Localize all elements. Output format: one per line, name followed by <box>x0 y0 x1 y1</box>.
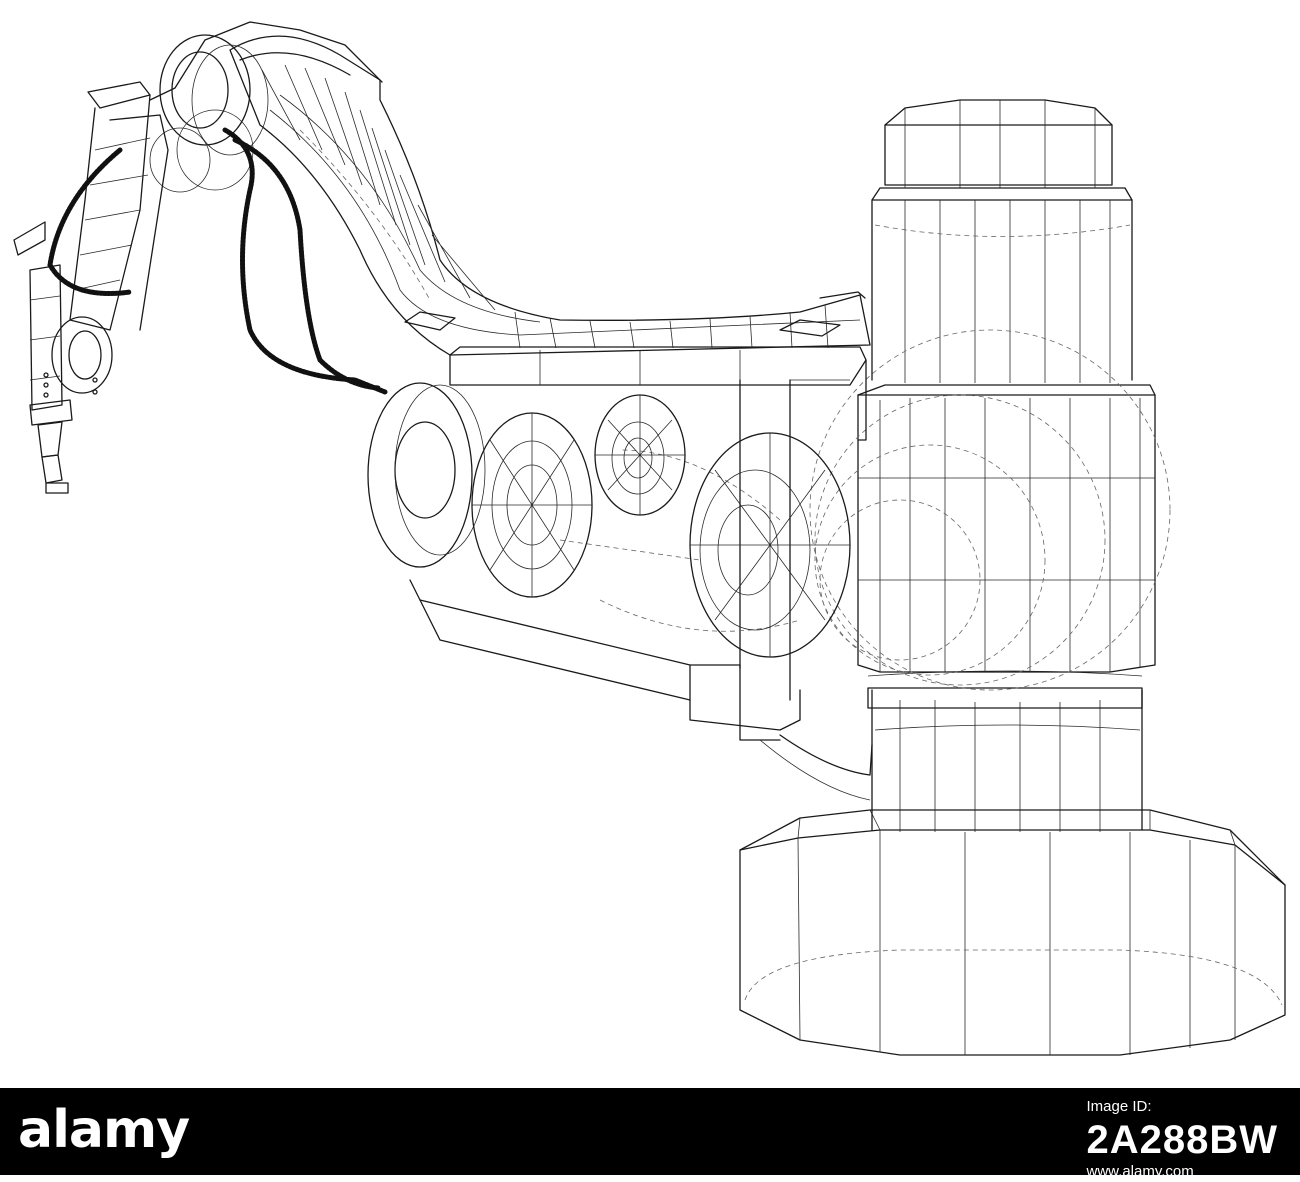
image-id-label: Image ID: <box>1086 1098 1152 1115</box>
wheel-large <box>689 432 851 658</box>
robot-column <box>867 670 1143 832</box>
elbow-joint <box>149 21 383 193</box>
site-url: www.alamy.com <box>1086 1163 1194 1180</box>
robot-base <box>739 809 1286 1056</box>
shoulder-housing <box>857 187 1156 673</box>
upper-arm-boom <box>229 35 871 356</box>
image-id-value: 2A288BW <box>1086 1118 1278 1162</box>
wheel-left <box>367 382 486 568</box>
watermark-footer: alamy Image ID: 2A288BW www.alamy.com <box>0 1088 1300 1180</box>
robot-arm-wireframe <box>13 21 1286 1056</box>
alamy-logo: alamy <box>18 1100 190 1160</box>
image-meta: Image ID: 2A288BW www.alamy.com <box>1086 1096 1278 1182</box>
lower-arm-housing <box>409 346 873 801</box>
hidden-bearings <box>809 329 1171 691</box>
illustration-canvas <box>13 21 1286 1056</box>
wrist-assembly <box>13 81 169 494</box>
top-cap <box>884 99 1113 188</box>
wheel-small <box>594 394 686 516</box>
cable-hoses <box>47 127 388 395</box>
wheel-mid <box>471 412 593 598</box>
